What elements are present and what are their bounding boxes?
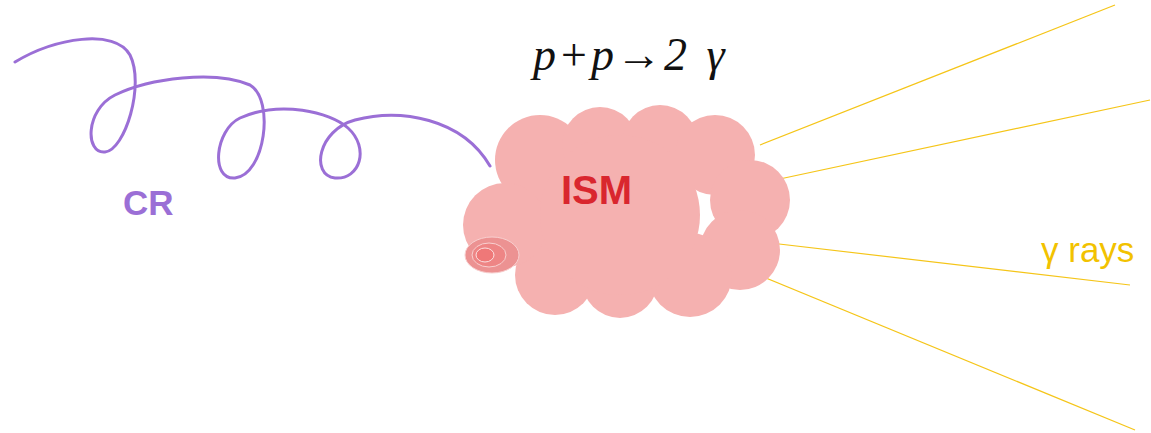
cloud-body <box>463 105 790 318</box>
reaction-equation: p+p→2 γ <box>533 29 727 82</box>
gamma-ray <box>710 255 1135 430</box>
cloud-bump <box>463 183 547 267</box>
gamma-ray-lines <box>710 5 1150 430</box>
cloud-bump <box>540 135 700 295</box>
clump <box>472 243 506 267</box>
cosmic-ray-label: CR <box>121 183 176 223</box>
clump <box>465 237 519 273</box>
gamma-ray-label: γ rays <box>1039 230 1136 270</box>
cloud-node: ISM <box>460 105 790 319</box>
gamma-ray <box>760 5 1115 145</box>
cosmic-ray-track <box>15 39 490 178</box>
clump <box>476 248 494 262</box>
cloud-label: ISM <box>561 167 632 213</box>
gamma-ray <box>775 100 1150 180</box>
